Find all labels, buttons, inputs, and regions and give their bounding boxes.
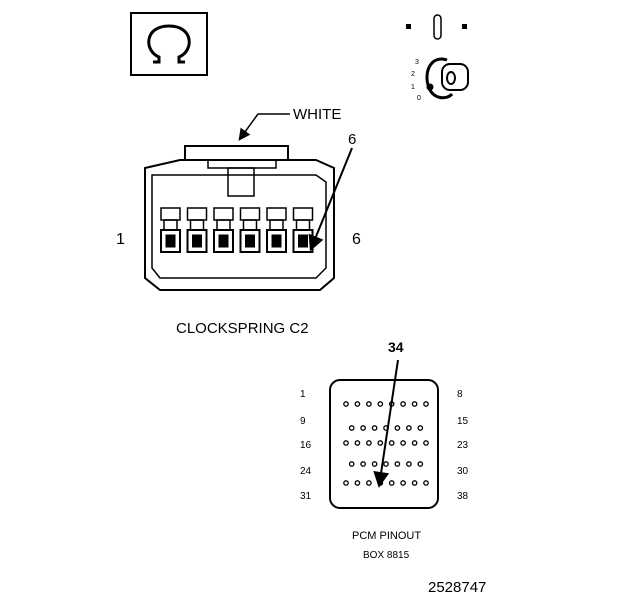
pcm-pin-6: [400, 401, 406, 407]
pcm-pin-29: [406, 461, 412, 467]
pcm-pin-callout: 34: [388, 339, 404, 355]
pcm-pin-35: [388, 480, 395, 486]
pcm-pin-15: [417, 425, 424, 431]
pcm-pin-7: [411, 401, 418, 407]
pcm-pin-11: [371, 425, 378, 431]
connector-right-pin-label: 6: [352, 231, 361, 248]
pcm-pin-28: [394, 461, 401, 467]
pcm-pin-14: [406, 425, 412, 431]
ohm-icon: [130, 12, 208, 76]
pcm-pin-31: [343, 480, 349, 486]
pcm-pin-21: [400, 440, 406, 446]
pcm-pin-36: [400, 480, 406, 486]
pcm-row-label-left-2: 9: [300, 416, 306, 427]
ignition-position-1: 1: [411, 84, 415, 91]
pcm-pin-3: [366, 401, 372, 407]
ignition-position-3: 3: [415, 59, 419, 66]
pcm-pin-1: [343, 401, 349, 407]
connector-pin-callout: 6: [348, 131, 356, 148]
pcm-pin-23: [423, 440, 429, 446]
pcm-row-label-right-5: 38: [457, 491, 469, 502]
clockspring-pin-5: [266, 207, 287, 253]
pcm-pin-grid: [343, 401, 429, 486]
pcm-pin-10: [360, 425, 366, 431]
pcm-pin-24: [348, 461, 355, 467]
pcm-pin-16: [343, 440, 349, 446]
connector-title: CLOCKSPRING C2: [176, 320, 309, 337]
pcm-pin-33: [366, 480, 372, 486]
pcm-pin-37: [411, 480, 418, 486]
pcm-pin-38: [423, 480, 429, 486]
pcm-row-label-right-4: 30: [457, 466, 469, 477]
pcm-pin-8: [423, 401, 429, 407]
pcm-pin-19: [377, 440, 384, 446]
pcm-row-label-right-1: 8: [457, 389, 463, 400]
pcm-title: PCM PINOUT: [352, 530, 421, 542]
clockspring-connector: WHITE 6 1 6 CLOCKSPRING C2: [116, 106, 361, 337]
ignition-position-0: 0: [417, 95, 421, 102]
pcm-pin-4: [377, 401, 384, 407]
pcm-pin-13: [394, 425, 401, 431]
clockspring-pin-2: [186, 207, 208, 253]
pcm-row-label-right-3: 23: [457, 440, 469, 451]
pcm-row-label-left-1: 1: [300, 389, 306, 400]
pcm-pin-20: [388, 440, 395, 446]
ignition-position-2: 2: [411, 71, 415, 78]
pcm-pinout: 34 1 9 16 24 31 8 15 23 30 38 PCM PINOUT…: [300, 339, 469, 561]
pcm-pin-18: [366, 440, 372, 446]
figure-id: 2528747: [428, 579, 486, 596]
connector-color-label: WHITE: [293, 106, 341, 123]
pcm-pin-30: [417, 461, 424, 467]
connector-left-pin-label: 1: [116, 231, 125, 248]
pcm-subtitle: BOX 8815: [363, 550, 410, 561]
pcm-pin-34: [377, 480, 384, 486]
pcm-pin-9: [348, 425, 355, 431]
clockspring-pin-4: [239, 207, 261, 253]
clockspring-pin-1: [160, 207, 181, 253]
pcm-pin-25: [360, 461, 366, 467]
pcm-pin-22: [411, 440, 418, 446]
pcm-row-label-left-4: 24: [300, 466, 312, 477]
pcm-pin-32: [354, 480, 361, 486]
pcm-pin-17: [354, 440, 361, 446]
clockspring-pin-6: [292, 207, 314, 253]
pcm-row-label-right-2: 15: [457, 416, 469, 427]
ignition-switch-icon: 3 2 1 0: [406, 14, 469, 102]
pcm-row-label-left-5: 31: [300, 491, 312, 502]
pcm-pin-27: [383, 461, 389, 467]
pcm-pin-26: [371, 461, 378, 467]
pcm-pin-2: [354, 401, 361, 407]
clockspring-pin-3: [213, 207, 234, 253]
clockspring-pin-row: [160, 207, 314, 253]
pcm-row-label-left-3: 16: [300, 440, 312, 451]
